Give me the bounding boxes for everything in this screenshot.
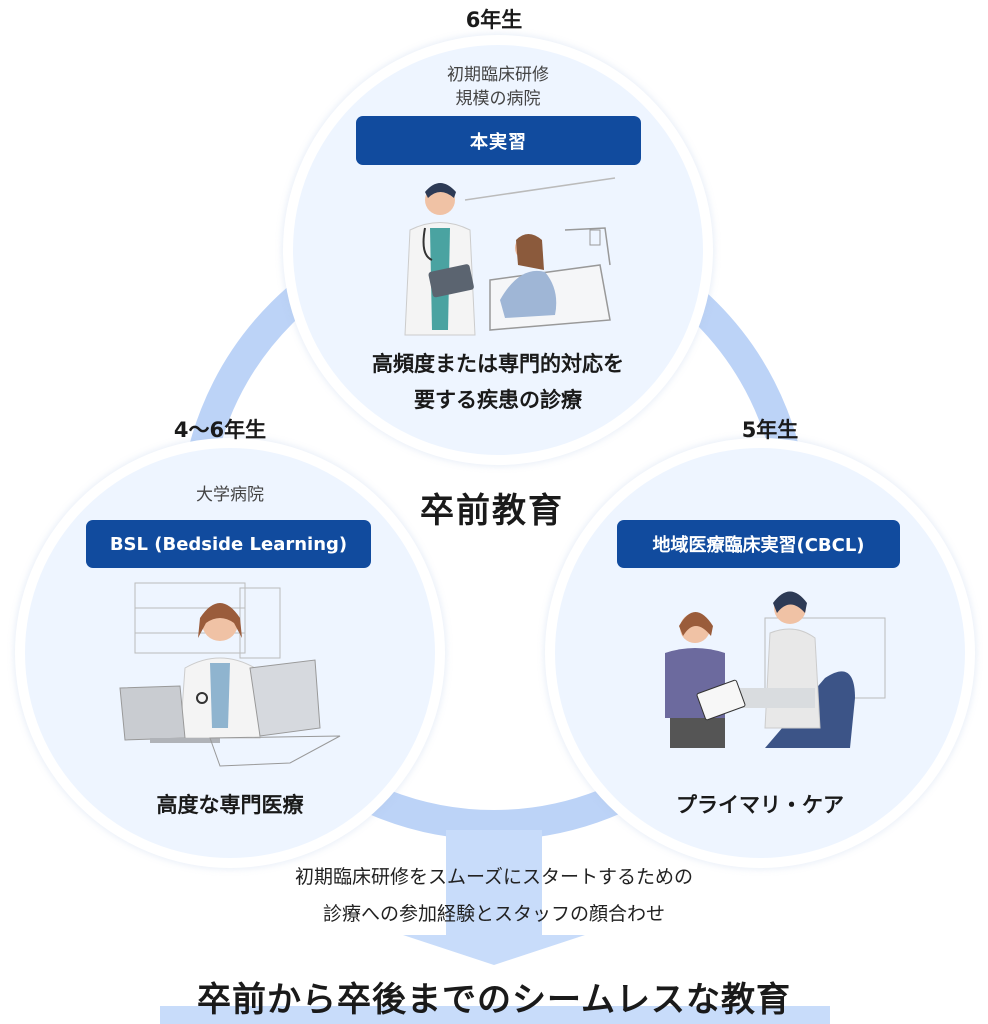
left-program-badge: BSL (Bedside Learning) bbox=[86, 520, 371, 568]
left-year-label: 4〜6年生 bbox=[173, 418, 267, 442]
top-program-badge: 本実習 bbox=[356, 116, 641, 165]
top-year-label: 6年生 bbox=[465, 8, 523, 32]
top-caption-line2: 要する疾患の診療 bbox=[414, 388, 582, 412]
top-hospital-line2: 規模の病院 bbox=[455, 89, 541, 109]
left-caption: 高度な専門医療 bbox=[156, 793, 304, 817]
top-hospital-line1: 初期臨床研修 bbox=[447, 65, 549, 85]
note-line1: 初期臨床研修をスムーズにスタートするための bbox=[294, 866, 694, 888]
top-caption-line1: 高頻度または専門的対応を bbox=[372, 352, 624, 376]
doctor-patient-illustration bbox=[404, 177, 616, 336]
right-caption: プライマリ・ケア bbox=[676, 793, 844, 817]
right-program-badge: 地域医療臨床実習(CBCL) bbox=[617, 520, 900, 568]
top-stage-circle bbox=[293, 45, 703, 455]
right-year-label: 5年生 bbox=[741, 418, 799, 442]
bottom-title: 卒前から卒後までのシームレスな教育 bbox=[197, 980, 791, 1020]
consultation-illustration bbox=[665, 591, 886, 748]
doctor-laptop-illustration bbox=[119, 582, 341, 767]
left-hospital-label: 大学病院 bbox=[196, 485, 264, 505]
right-stage-circle bbox=[555, 448, 965, 858]
note-line2: 診療への参加経験とスタッフの顔合わせ bbox=[322, 903, 665, 925]
center-title: 卒前教育 bbox=[420, 491, 564, 531]
